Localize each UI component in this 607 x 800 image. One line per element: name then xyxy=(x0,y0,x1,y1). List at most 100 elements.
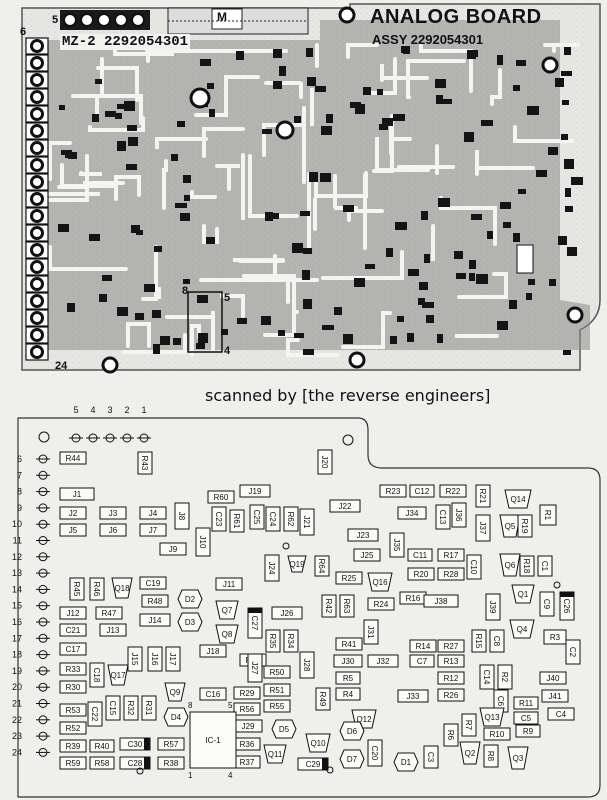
component-label: R49 xyxy=(318,692,327,707)
component-label: C20 xyxy=(370,746,379,761)
component-label: C29 xyxy=(306,760,321,769)
component-label: C28 xyxy=(128,759,143,768)
component-label: Q1 xyxy=(518,590,529,599)
via xyxy=(553,581,561,589)
component-j37: J37 xyxy=(475,514,491,542)
component-label: Q3 xyxy=(513,754,524,763)
side-pin-label: 21 xyxy=(12,699,22,709)
component-label: J38 xyxy=(435,597,448,606)
component-label: J20 xyxy=(320,456,329,469)
component-label: J16 xyxy=(150,653,159,666)
component-c26: C26 xyxy=(559,591,575,621)
component-label: J31 xyxy=(366,626,375,639)
component-r39: R39 xyxy=(59,739,87,753)
component-label: J19 xyxy=(249,487,262,496)
mount-hole xyxy=(38,431,50,443)
component-q7: Q7 xyxy=(215,600,239,620)
component-label: C24 xyxy=(268,512,277,527)
component-label: C27 xyxy=(250,616,259,631)
component-c10: C10 xyxy=(466,554,482,580)
component-label: Q12 xyxy=(356,715,372,724)
component-r36: R36 xyxy=(233,737,261,751)
component-label: R32 xyxy=(126,701,135,716)
component-j22: J22 xyxy=(329,499,361,513)
component-label: R24 xyxy=(374,600,389,609)
component-r35: R35 xyxy=(265,629,281,653)
component-label: Q16 xyxy=(372,578,388,587)
header-pin-label: 2 xyxy=(124,405,129,415)
component-j19: J19 xyxy=(239,484,271,498)
component-r10: R10 xyxy=(483,727,511,741)
component-label: C19 xyxy=(146,579,161,588)
component-label: C13 xyxy=(438,510,447,525)
component-label: C7 xyxy=(417,657,428,666)
component-r28: R28 xyxy=(437,567,465,581)
header-pin-label: 5 xyxy=(73,405,78,415)
component-r61: R61 xyxy=(229,509,245,533)
component-label: J35 xyxy=(392,539,401,552)
component-d3: D3 xyxy=(177,612,203,632)
component-label: R51 xyxy=(270,686,285,695)
component-d2: D2 xyxy=(177,589,203,609)
component-label: C15 xyxy=(108,701,117,716)
component-q18: Q18 xyxy=(111,577,133,599)
component-label: J41 xyxy=(549,692,562,701)
component-label: R29 xyxy=(240,689,255,698)
component-c19: C19 xyxy=(139,576,167,590)
side-pin-label: 6 xyxy=(17,454,22,464)
component-label: J8 xyxy=(177,512,186,521)
side-pin-pad xyxy=(38,731,48,741)
component-r15: R15 xyxy=(471,629,487,653)
side-pin-label: 19 xyxy=(12,666,22,676)
component-label: Q19 xyxy=(289,560,305,569)
component-label: D6 xyxy=(347,727,358,736)
component-label: J14 xyxy=(149,616,162,625)
component-label: C5 xyxy=(521,714,532,723)
component-d7: D7 xyxy=(339,749,365,769)
component-c27: C27 xyxy=(247,607,263,639)
component-q14: Q14 xyxy=(504,489,532,509)
via xyxy=(282,542,290,550)
component-r21: R21 xyxy=(475,484,491,508)
component-c17: C17 xyxy=(59,642,87,656)
component-r1: R1 xyxy=(539,504,557,526)
component-label: J12 xyxy=(67,609,80,618)
component-j11: J11 xyxy=(215,577,243,591)
component-r58: R58 xyxy=(89,756,115,770)
component-q11: Q11 xyxy=(263,744,287,764)
component-j23: J23 xyxy=(347,528,379,542)
component-label: J18 xyxy=(207,647,220,656)
component-r27: R27 xyxy=(437,639,465,653)
component-r56: R56 xyxy=(233,702,261,716)
side-pin-pad xyxy=(38,617,48,627)
component-c22: C22 xyxy=(87,701,103,727)
component-label: J5 xyxy=(69,526,78,535)
component-label: Q17 xyxy=(110,671,126,680)
component-label: R7 xyxy=(464,720,473,731)
ic-pin-label: 4 xyxy=(228,771,233,780)
component-j2: J2 xyxy=(59,506,87,520)
component-c28: C28 xyxy=(119,756,151,770)
component-r17: R17 xyxy=(437,548,465,562)
component-c9: C9 xyxy=(539,591,555,617)
component-c3: C3 xyxy=(423,745,439,769)
component-c18: C18 xyxy=(89,662,105,688)
component-label: C6 xyxy=(496,696,505,707)
component-label: J33 xyxy=(407,692,420,701)
component-r33: R33 xyxy=(59,662,87,676)
component-j7: J7 xyxy=(139,523,167,537)
component-label: R14 xyxy=(416,642,431,651)
component-r55: R55 xyxy=(263,699,291,713)
component-label: J40 xyxy=(547,674,560,683)
component-label: R8 xyxy=(486,751,495,762)
component-j6: J6 xyxy=(99,523,127,537)
side-pin-label: 12 xyxy=(12,552,22,562)
component-c4: C4 xyxy=(547,707,575,721)
component-label: D3 xyxy=(185,618,196,627)
component-r23: R23 xyxy=(379,484,407,498)
side-pin-label: 20 xyxy=(12,682,22,692)
component-r50: R50 xyxy=(263,665,291,679)
component-label: R34 xyxy=(286,634,295,649)
component-r20: R20 xyxy=(407,567,435,581)
component-j31: J31 xyxy=(363,619,379,645)
